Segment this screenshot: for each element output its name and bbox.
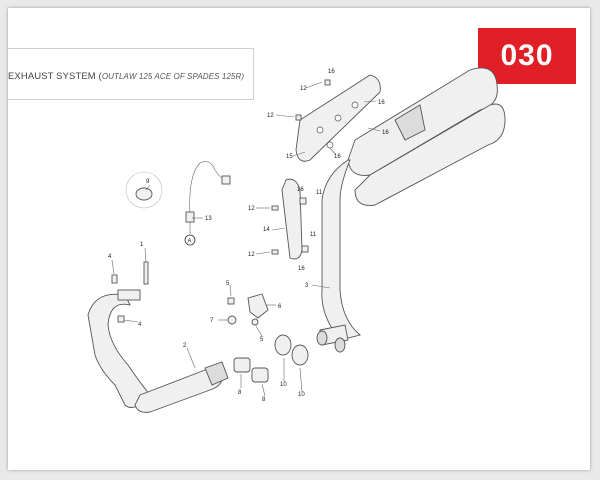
- hardware-bolts[interactable]: [111, 79, 331, 323]
- diagram-title: EXHAUST SYSTEM (OUTLAW 125 ACE OF SPADES…: [8, 71, 244, 82]
- mounting-bracket[interactable]: [227, 293, 269, 326]
- y-pipe[interactable]: [316, 324, 349, 353]
- callout-16: 16: [378, 100, 385, 106]
- callout-16: 16: [382, 130, 389, 136]
- callout-5: 5: [226, 281, 230, 287]
- callout-1: 1: [140, 242, 144, 248]
- callout-13: 13: [205, 216, 212, 222]
- callout-8: 8: [262, 397, 266, 403]
- exhaust-header-pipe[interactable]: [87, 289, 229, 413]
- callout-16: 16: [328, 69, 335, 75]
- callout-11: 11: [310, 232, 317, 238]
- clamp-ring[interactable]: [125, 171, 163, 209]
- callout-10: 10: [280, 382, 287, 388]
- diagram-title-box: EXHAUST SYSTEM (OUTLAW 125 ACE OF SPADES…: [8, 48, 254, 100]
- callout-12: 12: [248, 252, 255, 258]
- callout-4: 4: [138, 322, 142, 328]
- callout-4: 4: [108, 254, 112, 260]
- title-main: EXHAUST SYSTEM (: [8, 71, 102, 82]
- callout-14: 14: [263, 227, 270, 233]
- upper-heat-shield[interactable]: [295, 74, 381, 162]
- callout-11: 11: [316, 190, 323, 196]
- connection-sleeves[interactable]: [233, 357, 269, 383]
- callout-10: 10: [298, 392, 305, 398]
- callout-6: 6: [278, 304, 282, 310]
- clamps[interactable]: [274, 334, 309, 366]
- lambda-sensor[interactable]: A: [184, 161, 231, 246]
- callout-5: 5: [260, 337, 264, 343]
- callout-A: A: [188, 239, 192, 245]
- callout-8: 8: [238, 390, 242, 396]
- callout-7: 7: [210, 318, 214, 324]
- muffler-assembly[interactable]: [321, 67, 506, 341]
- callout-12: 12: [267, 113, 274, 119]
- title-sub: OUTLAW 125 ACE OF SPADES 125R): [101, 72, 245, 81]
- callout-15: 15: [286, 154, 293, 160]
- callout-12: 12: [300, 86, 307, 92]
- callout-9: 9: [146, 179, 150, 185]
- callout-16: 16: [297, 187, 304, 193]
- callout-2: 2: [183, 343, 187, 349]
- callout-3: 3: [305, 283, 309, 289]
- leader-lines: [111, 81, 381, 397]
- callout-16: 16: [298, 266, 305, 272]
- callout-labels: 12 16 12 16 16 15 16 9 16 11 12 13 14 11…: [108, 69, 389, 403]
- callout-12: 12: [248, 206, 255, 212]
- callout-16: 16: [334, 154, 341, 160]
